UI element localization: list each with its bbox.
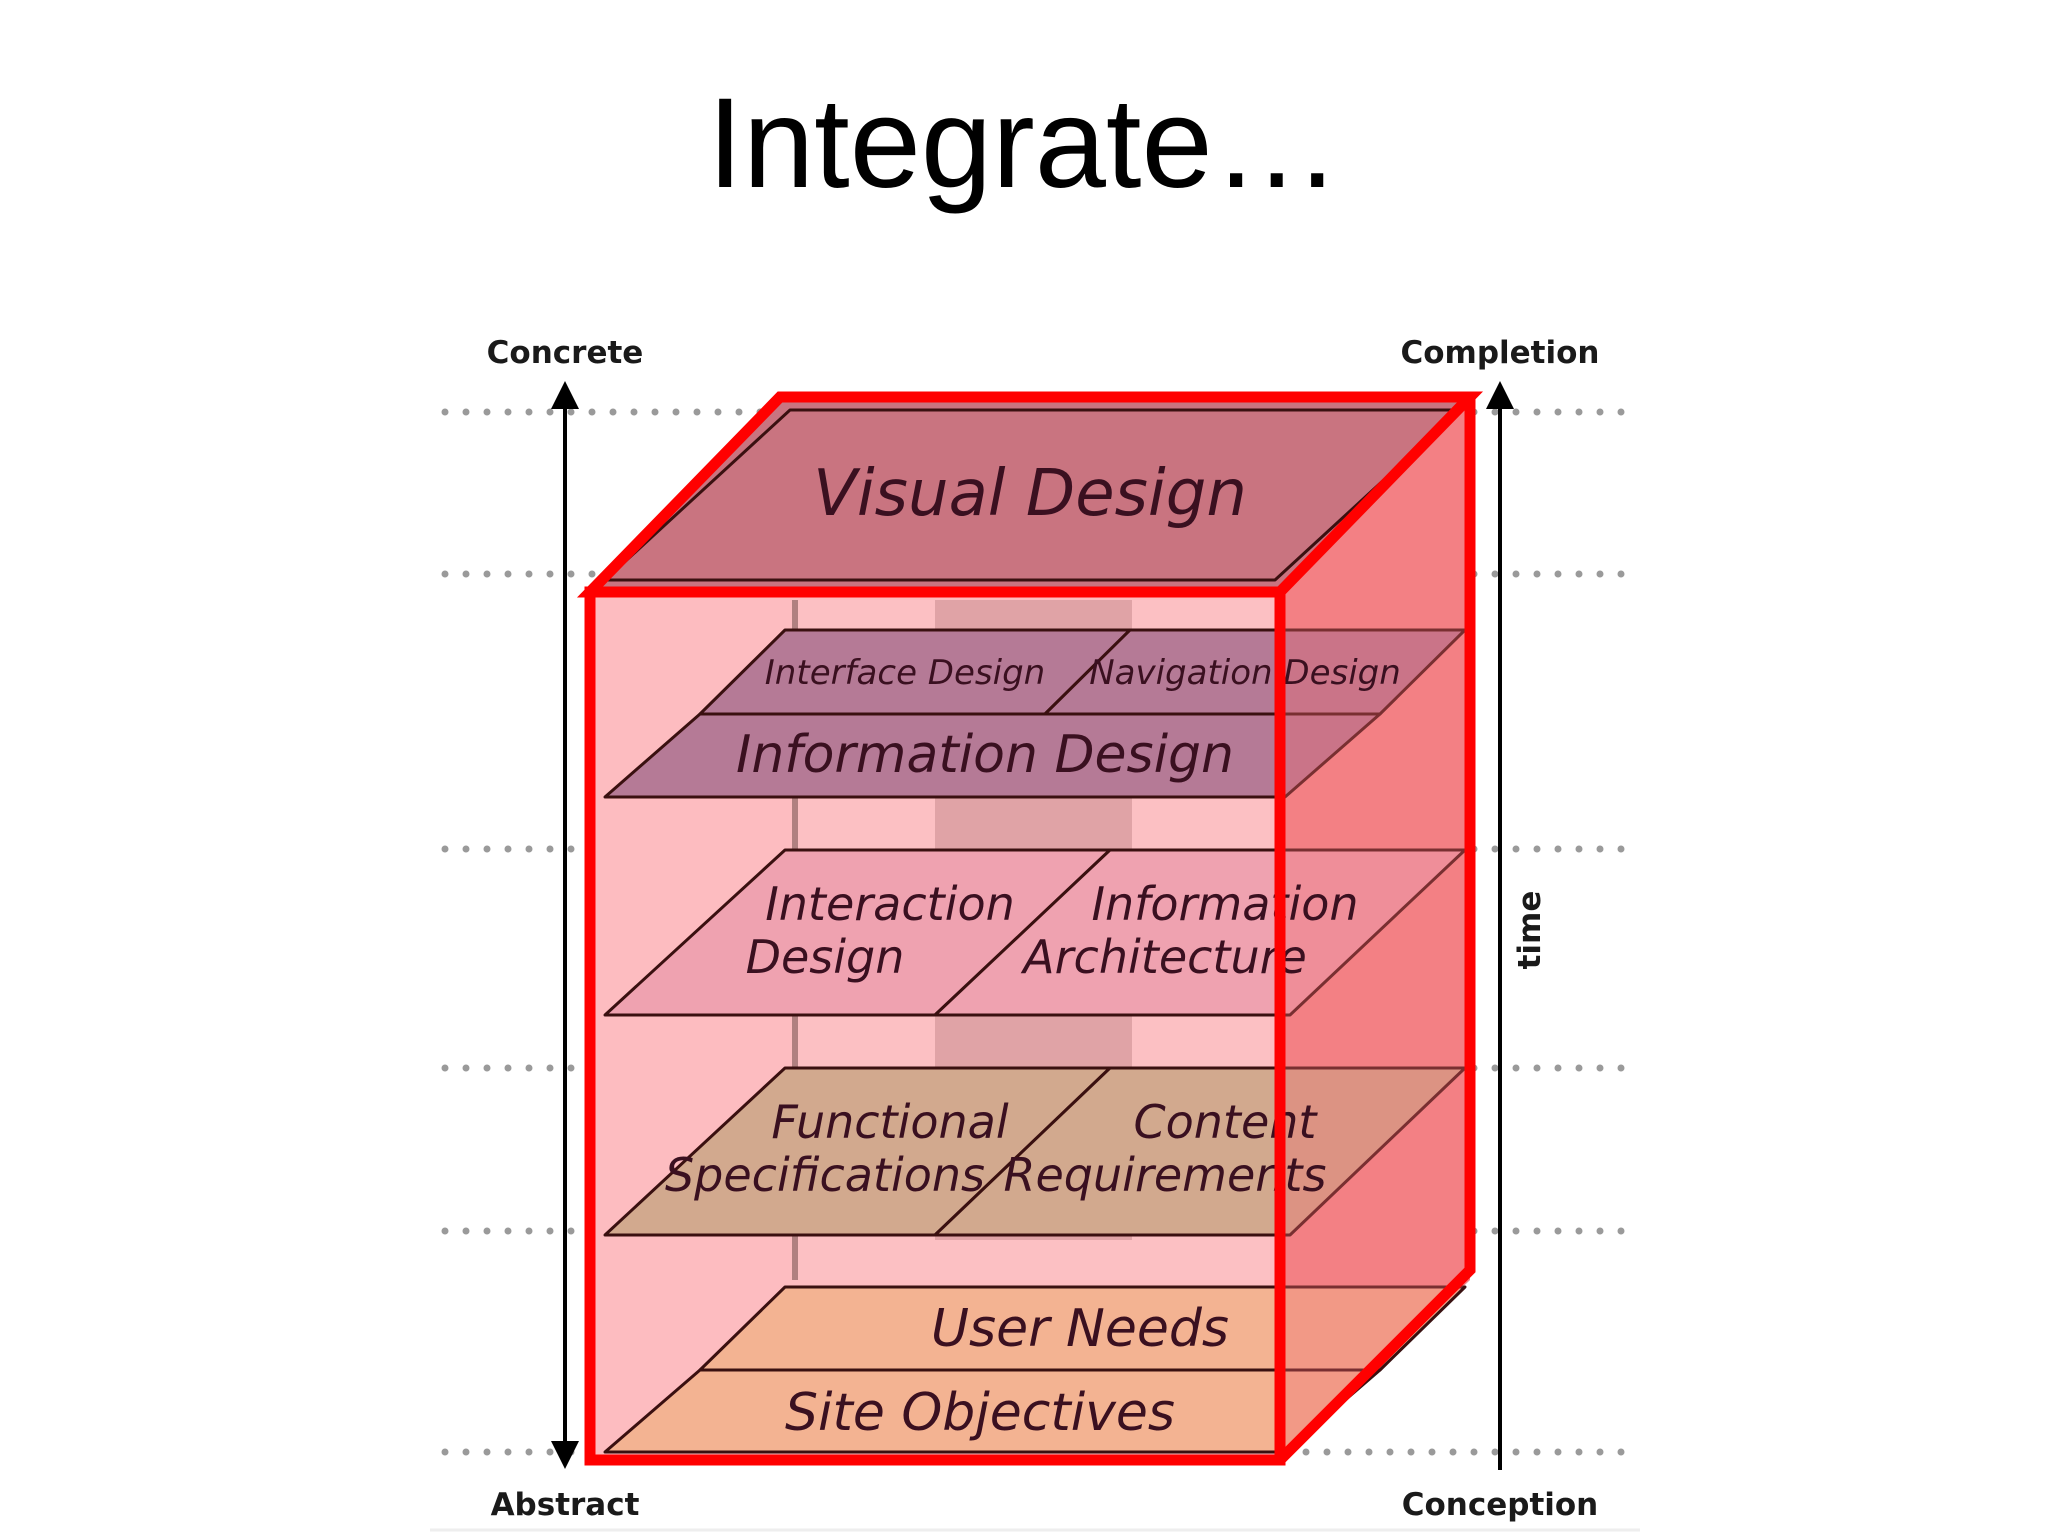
axes: Concrete Abstract Completion Conception … bbox=[487, 335, 1600, 1523]
label-user-needs: User Needs bbox=[931, 1299, 1229, 1359]
red-outline-side bbox=[1276, 397, 1476, 1464]
label-completion: Completion bbox=[1400, 335, 1599, 371]
label-abstract: Abstract bbox=[491, 1487, 640, 1523]
label-functional-specifications-line2: Specifications bbox=[665, 1148, 985, 1202]
label-navigation-design: Navigation Design bbox=[1089, 653, 1401, 693]
plane-information-design bbox=[603, 712, 1382, 799]
planes bbox=[603, 408, 1467, 1454]
label-conception: Conception bbox=[1402, 1487, 1599, 1523]
label-concrete: Concrete bbox=[487, 335, 644, 371]
label-interaction-design-line1: Interaction bbox=[765, 877, 1015, 931]
label-site-objectives: Site Objectives bbox=[785, 1383, 1175, 1443]
label-content-requirements-line1: Content bbox=[1134, 1095, 1319, 1149]
label-interaction-design-line2: Design bbox=[746, 930, 905, 984]
plane-site-objectives bbox=[603, 1368, 1382, 1454]
label-interface-design: Interface Design bbox=[765, 653, 1045, 693]
cube-right-face-overlay bbox=[1280, 397, 1470, 1460]
slide-title: Integrate… bbox=[707, 72, 1341, 215]
label-functional-specifications-line1: Functional bbox=[771, 1095, 1008, 1149]
label-information-architecture-line2: Architecture bbox=[1020, 930, 1307, 984]
label-information-architecture-line1: Information bbox=[1091, 877, 1358, 931]
red-highlight-outline bbox=[576, 391, 1484, 1466]
label-content-requirements-line2: Requirements bbox=[1004, 1148, 1327, 1202]
red-outline-front bbox=[584, 586, 1286, 1466]
label-time: time bbox=[1512, 891, 1548, 970]
plane-labels: Visual Design Interface Design Navigatio… bbox=[665, 457, 1401, 1443]
label-information-design: Information Design bbox=[736, 725, 1234, 785]
label-visual-design: Visual Design bbox=[813, 457, 1247, 531]
